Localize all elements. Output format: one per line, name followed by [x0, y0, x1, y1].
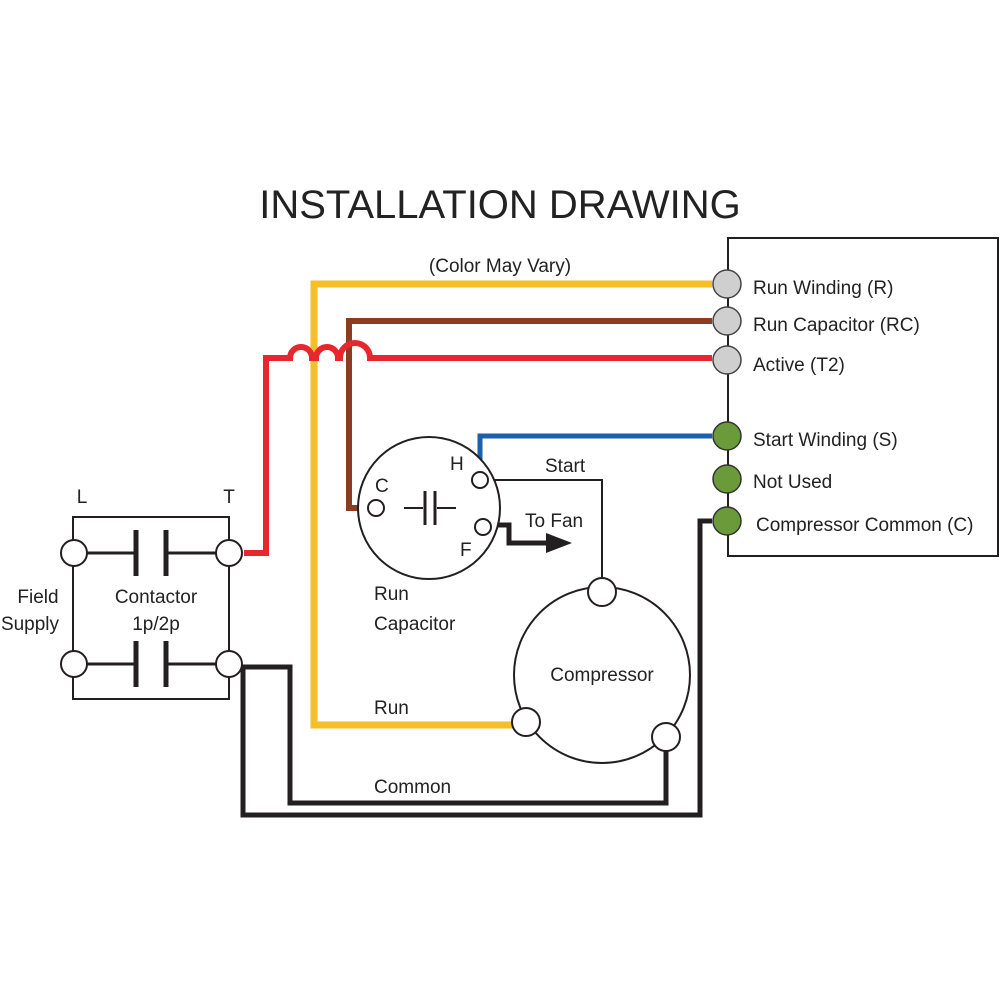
- terminal-label-run-capacitor: Run Capacitor (RC): [753, 315, 920, 336]
- active-wire-red: [244, 340, 712, 556]
- to-fan-arrowhead: [546, 533, 572, 553]
- terminal-start-winding: [712, 421, 742, 451]
- terminal-run-winding: [712, 269, 742, 299]
- start-wire-label: Start: [545, 456, 586, 477]
- capacitor-label-f: F: [460, 540, 472, 561]
- contactor-box: [72, 516, 230, 700]
- contactor-label-l: L: [77, 487, 88, 508]
- run-capacitor-body: [357, 436, 501, 580]
- terminal-block-box: [727, 237, 999, 557]
- terminal-label-active: Active (T2): [753, 355, 845, 376]
- diagram-title: INSTALLATION DRAWING: [259, 183, 741, 227]
- contactor-label-t: T: [223, 487, 235, 508]
- run-wire-yellow: [310, 280, 712, 729]
- terminal-label-not-used: Not Used: [753, 472, 832, 493]
- terminal-label-run-winding: Run Winding (R): [753, 278, 893, 299]
- common-wire-label: Common: [374, 777, 451, 798]
- terminal-compressor-common: [712, 506, 742, 536]
- run-wire-label: Run: [374, 698, 409, 719]
- compressor-label: Compressor: [550, 665, 654, 686]
- capacitor-terminal-c: [367, 499, 385, 517]
- start-wire: [490, 479, 603, 578]
- contactor-terminal-l1: [60, 539, 88, 567]
- to-fan-wire: [492, 522, 548, 546]
- capacitor-label-c: C: [375, 476, 389, 497]
- contactor-name-line2: 1p/2p: [132, 614, 180, 635]
- contactor-name-line1: Contactor: [115, 587, 198, 608]
- capacitor-label-h: H: [450, 454, 464, 475]
- compressor-terminal-run: [511, 707, 541, 737]
- terminal-active: [712, 345, 742, 375]
- compressor-terminal-common: [651, 722, 681, 752]
- to-fan-label: To Fan: [525, 511, 583, 532]
- color-note: (Color May Vary): [429, 256, 571, 277]
- capacitor-terminal-f: [474, 518, 492, 536]
- contactor-terminal-t2: [215, 650, 243, 678]
- terminal-run-capacitor: [712, 306, 742, 336]
- run-capacitor-name-line1: Run: [374, 584, 409, 605]
- capacitor-terminal-h: [471, 471, 489, 489]
- terminal-not-used: [712, 464, 742, 494]
- terminal-label-compressor-common: Compressor Common (C): [756, 515, 973, 536]
- run-capacitor-name-line2: Capacitor: [374, 614, 456, 635]
- contactor-terminal-l2: [60, 650, 88, 678]
- start-winding-wire-blue: [477, 433, 712, 470]
- compressor-terminal-start: [587, 577, 617, 607]
- field-supply-line1: Field: [17, 587, 58, 608]
- common-wire: [244, 664, 669, 806]
- contactor-terminal-t1: [215, 539, 243, 567]
- terminal-label-start-winding: Start Winding (S): [753, 430, 898, 451]
- field-supply-line2: Supply: [1, 614, 60, 635]
